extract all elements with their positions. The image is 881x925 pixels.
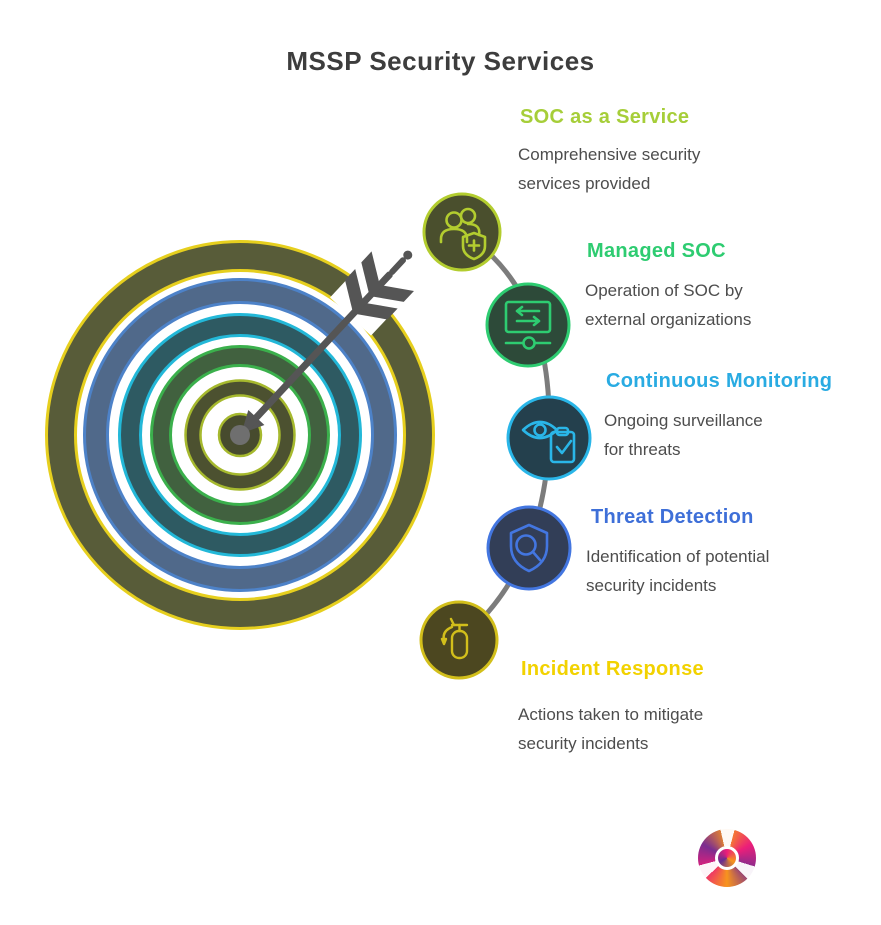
arrow-nock (389, 257, 406, 275)
arrow (241, 250, 414, 434)
ring-blue-band (85, 280, 395, 590)
node-circle (485, 282, 571, 368)
step-description-line: services provided (518, 174, 651, 193)
arrow-fletching (344, 251, 414, 320)
node-circle (486, 505, 572, 591)
step-description-soc-as-a-service: Comprehensive security services provided (518, 140, 700, 198)
target-bullseye (45, 240, 435, 630)
node-managed-soc (485, 282, 571, 368)
ring-center-edge-out (184, 379, 296, 491)
step-description-line: Actions taken to mitigate (518, 705, 704, 724)
node-soc-as-a-service (422, 192, 502, 272)
step-heading-incident-response: Incident Response (521, 658, 704, 680)
step-description-line: Identification of potential (586, 547, 770, 566)
node-circle (419, 600, 499, 680)
step-heading-managed-soc: Managed SOC (587, 240, 726, 262)
ring-teal-edge-in (139, 334, 341, 536)
bullseye-dot (230, 425, 250, 445)
ring-outer-band (47, 242, 433, 628)
step-heading-continuous-monitoring: Continuous Monitoring (606, 370, 833, 392)
step-description-incident-response: Actions taken to mitigate security incid… (518, 700, 703, 758)
step-description-managed-soc: Operation of SOC by external organizatio… (585, 276, 751, 334)
arrow-shaft (245, 271, 393, 429)
node-circle (506, 395, 592, 481)
arrow-nock-end (403, 250, 413, 260)
node-threat-detection (486, 505, 572, 591)
ring-teal-edge-out (118, 313, 362, 557)
ring-green-band (152, 347, 328, 523)
page-title: MSSP Security Services (286, 46, 595, 76)
shield-magnifier-icon (509, 523, 549, 573)
ring-blue-edge-in (106, 301, 374, 569)
step-description-continuous-monitoring: Ongoing surveillance for threats (604, 406, 763, 464)
step-description-line: security incidents (518, 734, 649, 753)
ring-green-edge-in (169, 364, 311, 506)
step-description-line: for threats (604, 440, 681, 459)
step-description-line: Operation of SOC by (585, 281, 743, 300)
ring-green-edge-out (150, 345, 330, 525)
ring-outer-edge-out (45, 240, 435, 630)
fire-extinguisher-icon (440, 617, 469, 660)
step-description-line: security incidents (586, 576, 717, 595)
step-description-line: Ongoing surveillance (604, 411, 763, 430)
step-description-threat-detection: Identification of potential security inc… (586, 542, 769, 600)
control-panel-transfer-icon (504, 300, 552, 350)
eye-checklist-icon (521, 420, 576, 464)
ring-blue-edge-out (83, 278, 397, 592)
team-shield-plus-icon (439, 207, 487, 261)
step-heading-soc-as-a-service: SOC as a Service (520, 106, 690, 128)
ring-center-band (186, 381, 294, 489)
step-description-line: external organizations (585, 310, 752, 329)
ring-teal-band (120, 315, 360, 555)
ring-center-edge-in (199, 394, 281, 476)
brand-swirl-logo (698, 829, 756, 887)
step-description-line: Comprehensive security (518, 145, 701, 164)
ring-outer-edge-in (74, 269, 406, 601)
node-incident-response (419, 600, 499, 680)
node-continuous-monitoring (506, 395, 592, 481)
step-heading-threat-detection: Threat Detection (591, 506, 754, 528)
node-circle (422, 192, 502, 272)
